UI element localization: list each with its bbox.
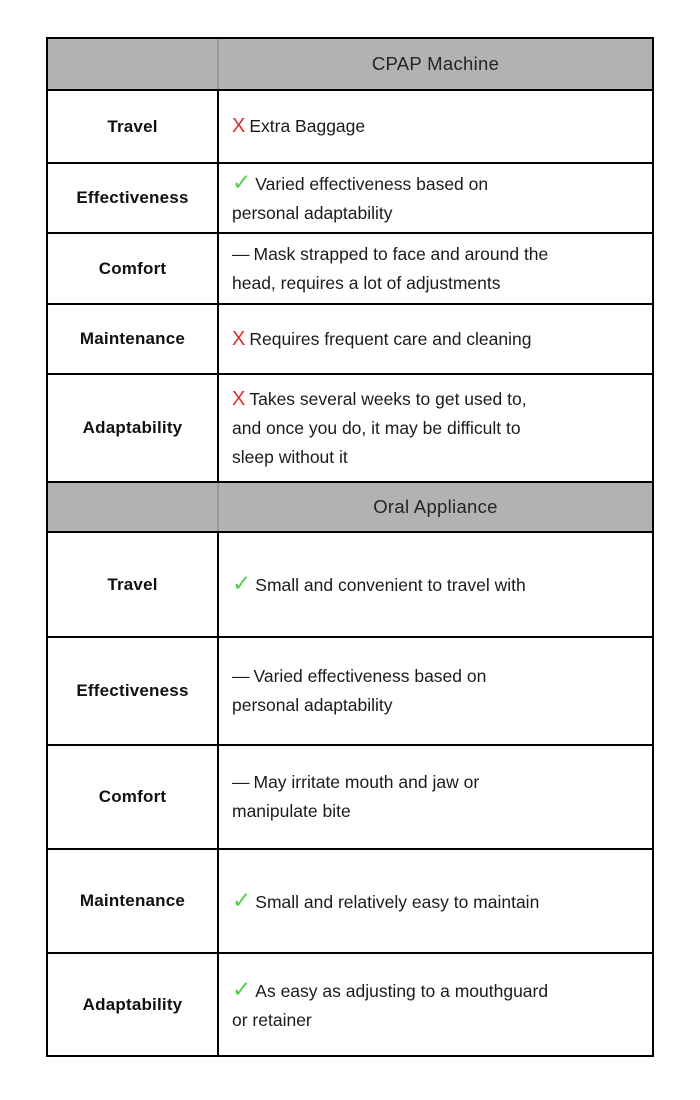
table-row-effectiveness-cpap: Effectiveness ✓Varied effectiveness base… xyxy=(48,162,652,232)
dash-icon: — xyxy=(232,772,250,792)
row-value-text: Varied effectiveness based on personal a… xyxy=(232,666,487,715)
row-label-maintenance: Maintenance xyxy=(79,329,186,348)
check-icon: ✓ xyxy=(232,570,252,596)
row-value: —May irritate mouth and jaw or manipulat… xyxy=(232,768,479,826)
row-value-text: Takes several weeks to get used to, and … xyxy=(232,388,527,467)
row-value: —Varied effectiveness based on personal … xyxy=(232,662,486,720)
row-value: ✓As easy as adjusting to a mouthguard or… xyxy=(232,975,548,1035)
row-value: ✓Small and convenient to travel with xyxy=(232,569,526,600)
row-value-text: Extra Baggage xyxy=(249,116,366,136)
row-value-text: Mask strapped to face and around the hea… xyxy=(232,243,549,293)
cross-icon: X xyxy=(232,115,246,137)
row-label-effectiveness: Effectiveness xyxy=(76,681,189,700)
table-row-comfort-cpap: Comfort —Mask strapped to face and aroun… xyxy=(48,232,652,303)
table-row-effectiveness-oral: Effectiveness —Varied effectiveness base… xyxy=(48,636,652,744)
row-label-travel: Travel xyxy=(107,116,158,136)
table-row-travel-oral: Travel ✓Small and convenient to travel w… xyxy=(48,531,652,636)
row-label-effectiveness: Effectiveness xyxy=(76,188,189,207)
dash-icon: — xyxy=(232,666,250,686)
check-icon: ✓ xyxy=(232,975,252,1002)
header-empty-cell xyxy=(48,39,219,89)
section-title-cpap: CPAP Machine xyxy=(371,53,500,74)
row-label-comfort: Comfort xyxy=(98,258,167,278)
row-value: ✓Varied effectiveness based on personal … xyxy=(232,168,488,228)
row-value-text: May irritate mouth and jaw or manipulate… xyxy=(232,772,480,821)
table-row-maintenance-oral: Maintenance ✓Small and relatively easy t… xyxy=(48,848,652,952)
row-value-text: Varied effectiveness based on personal a… xyxy=(232,174,489,223)
row-label-adaptability: Adaptability xyxy=(82,994,183,1014)
cross-icon: X xyxy=(232,387,246,410)
section-header-oral-appliance: Oral Appliance xyxy=(48,481,652,531)
row-label-comfort: Comfort xyxy=(98,787,167,806)
table-row-comfort-oral: Comfort —May irritate mouth and jaw or m… xyxy=(48,744,652,848)
row-value-text: Requires frequent care and cleaning xyxy=(249,328,532,349)
row-value: ✓Small and relatively easy to maintain xyxy=(232,886,539,917)
section-header-cpap: CPAP Machine xyxy=(48,39,652,89)
table-row-adaptability-oral: Adaptability ✓As easy as adjusting to a … xyxy=(48,952,652,1055)
header-empty-cell xyxy=(48,483,219,531)
row-value-text: Small and convenient to travel with xyxy=(255,575,526,595)
cross-icon: X xyxy=(232,327,246,350)
row-label-maintenance: Maintenance xyxy=(79,891,186,910)
row-value-text: Small and relatively easy to maintain xyxy=(255,891,540,912)
row-label-travel: Travel xyxy=(107,574,158,594)
row-value-text: As easy as adjusting to a mouthguard or … xyxy=(232,980,549,1030)
check-icon: ✓ xyxy=(232,886,252,913)
row-label-adaptability: Adaptability xyxy=(82,418,183,437)
row-value: —Mask strapped to face and around the he… xyxy=(232,240,548,298)
section-title-oral-appliance: Oral Appliance xyxy=(373,496,498,517)
dash-icon: — xyxy=(232,243,250,264)
check-icon: ✓ xyxy=(232,169,252,195)
